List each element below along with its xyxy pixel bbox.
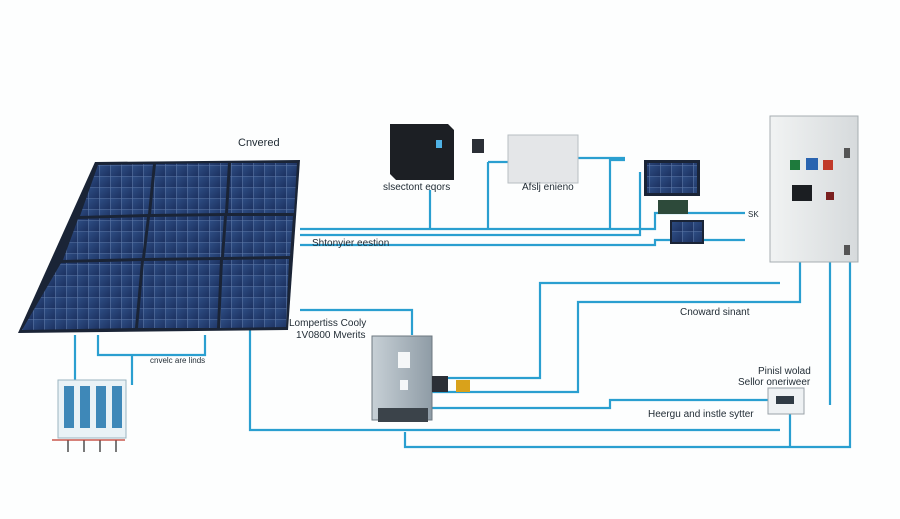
sk-caption: SK [748,210,759,219]
meter-line1: Pinisl wolad [758,366,811,377]
inverter-unit [390,124,484,180]
wire-bottom-long [403,262,852,449]
wire-cc-top [300,308,414,335]
wire-panel-upper [300,172,642,237]
bottom-caption: Heergu and instle sytter [648,409,754,420]
solar-panel-array [18,160,300,333]
small-solar-panels [644,160,704,244]
combiner-fuses [52,379,127,452]
disconnect-caption: Shtonyier eestion [312,238,390,249]
wire-combiner [73,335,207,385]
wire-cc-low [430,398,770,410]
energy-meter [767,387,805,415]
wire-cc-right [430,281,780,380]
inverter-caption: slsectont eqors [383,182,451,193]
wire-meter [788,262,832,447]
charge-controller [371,335,470,422]
combiner-caption: cnvelc are linds [150,356,206,365]
control-cabinet [769,115,859,263]
box-caption: Afslj enieno [522,182,574,193]
wiring [73,156,852,449]
charge-controller-line1: Lompertiss Cooly [289,318,367,329]
wire-panel-to-disconnect [300,211,745,231]
junction-box [507,134,579,184]
panel-caption: Cnvered [238,137,280,149]
wire-cc-mid [430,262,802,394]
ground-caption: Cnoward sinant [680,307,750,318]
wire-panel-left-drop [248,330,370,432]
charge-controller-line2: 1V0800 Mverits [296,330,366,341]
meter-line2: Sellor oneriweer [738,377,811,388]
